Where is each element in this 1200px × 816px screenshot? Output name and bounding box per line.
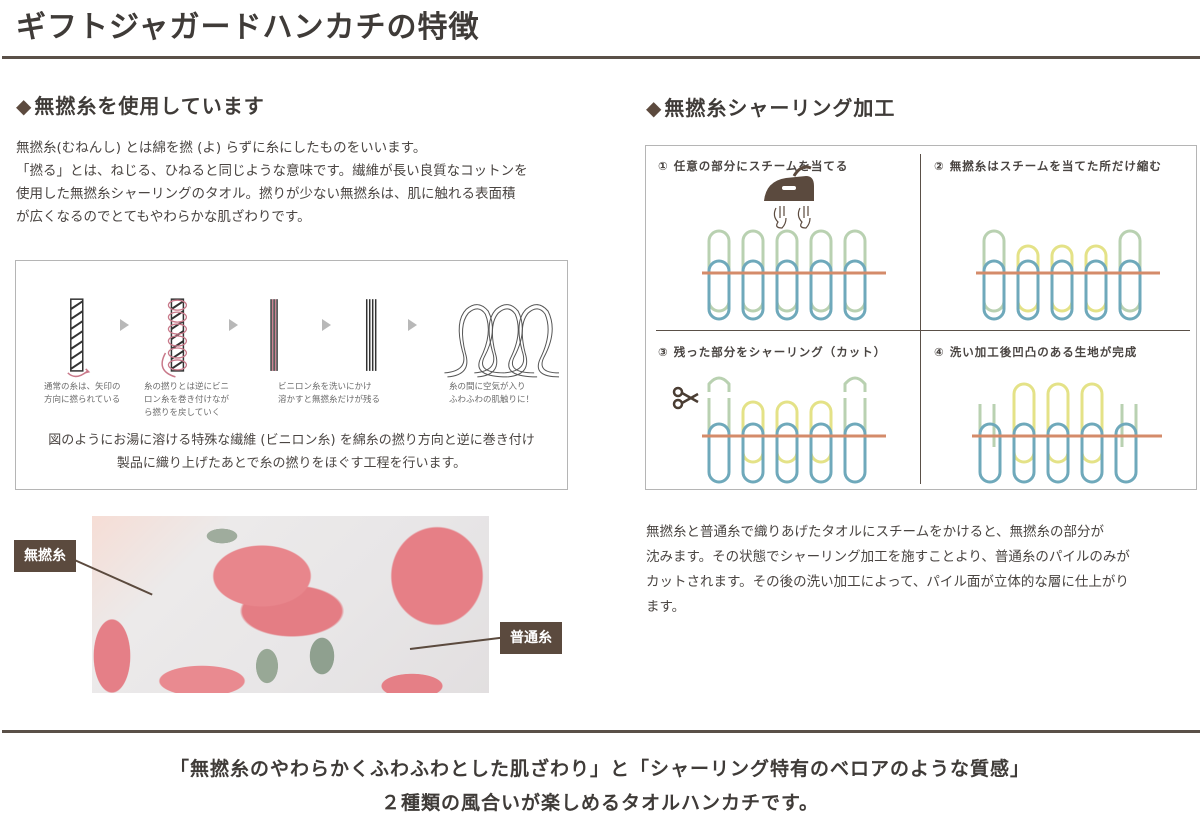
title-divider: [2, 56, 1200, 59]
footer-line-2: ２種類の風合いが楽しめるタオルハンカチです。: [380, 792, 820, 814]
step-title: ① 任意の部分にスチームを当てる: [658, 159, 849, 173]
step-title: ② 無撚糸はスチームを当てた所だけ縮む: [934, 159, 1162, 173]
vinylon-wrapped-yarn-icon: [161, 298, 188, 378]
dissolving-yarn-icon: [270, 299, 278, 371]
twist-process-illustration: [67, 298, 560, 378]
twist-caption: 糸の撚りとは逆にビニ ロン糸を巻き付けなが ら撚りを戻していく: [144, 382, 230, 418]
twist-caption: 通常の糸は、矢印の 方向に撚られている: [44, 382, 121, 405]
diamond-bullet-icon: ◆: [646, 96, 663, 120]
scissors-icon: [672, 386, 699, 410]
step-title: ④ 洗い加工後凹凸のある生地が完成: [934, 345, 1138, 359]
left-paragraph-line: 使用した無撚糸シャーリングのタオル。撚りが少ない無撚糸は、肌に触れる表面積: [16, 186, 516, 202]
left-section-heading: ◆無撚糸を使用しています: [16, 90, 265, 119]
page-title: ギフトジャガードハンカチの特徴: [16, 10, 480, 45]
loop-diagram: [976, 229, 1160, 321]
footer-line-1: 「無撚糸のやわらかくふわふわとした肌ざわり」と「シャーリング特有のベロアのような…: [169, 758, 1030, 780]
twist-diagram-note: 図のようにお湯に溶ける特殊な繊維 (ビニロン糸) を綿糸の撚り方向と逆に巻き付け…: [48, 433, 535, 471]
twist-caption: 糸の間に空気が入り ふわふわの肌触りに！: [449, 382, 535, 405]
shearing-step-1: ① 任意の部分にスチームを当てる: [646, 146, 920, 321]
step-arrow-icon: [229, 319, 238, 331]
twisted-yarn-icon: [67, 298, 91, 378]
footer-divider: [2, 730, 1200, 733]
step-arrow-icon: [408, 319, 417, 331]
left-paragraph-line: 無撚糸(むねんし) とは綿を撚 (よ) らずに糸にしたものをいいます。: [16, 140, 427, 156]
shearing-process-diagram: ① 任意の部分にスチームを当てる: [645, 145, 1197, 490]
regular-yarn-label: 普通糸: [500, 622, 562, 654]
right-heading-text: 無撚糸シャーリング加工: [664, 96, 896, 120]
right-paragraph-line: 無撚糸と普通糸で織りあげたタオルにスチームをかけると、無撚糸の部分が: [646, 524, 1105, 540]
fluffy-loops-icon: [444, 304, 560, 378]
diamond-bullet-icon: ◆: [16, 94, 33, 118]
shearing-step-3: ③ 残った部分をシャーリング（カット）: [646, 332, 920, 504]
left-heading-text: 無撚糸を使用しています: [34, 94, 265, 118]
right-paragraph-line: ます。: [646, 599, 686, 615]
shearing-step-2: ② 無撚糸はスチームを当てた所だけ縮む: [922, 146, 1196, 321]
steam-iron-icon: [764, 165, 814, 229]
right-section-heading: ◆無撚糸シャーリング加工: [646, 92, 895, 121]
right-paragraph: 無撚糸と普通糸で織りあげたタオルにスチームをかけると、無撚糸の部分が 沈みます。…: [646, 520, 1200, 620]
loop-diagram: [702, 229, 886, 321]
shearing-step-4: ④ 洗い加工後凹凸のある生地が完成: [922, 332, 1196, 504]
panel-divider-vertical: [920, 154, 921, 484]
untwisted-yarn-icon: [365, 299, 377, 371]
step-arrow-icon: [120, 319, 129, 331]
step-arrow-icon: [322, 319, 331, 331]
step-title: ③ 残った部分をシャーリング（カット）: [658, 345, 887, 359]
loop-diagram: [702, 376, 886, 484]
twist-process-diagram: 通常の糸は、矢印の 方向に撚られている 糸の撚りとは逆にビニ ロン糸を巻き付けな…: [15, 260, 568, 490]
untwisted-yarn-label: 無撚糸: [14, 540, 76, 572]
left-paragraph: 無撚糸(むねんし) とは綿を撚 (よ) らずに糸にしたものをいいます。 「撚る」…: [16, 137, 586, 229]
right-paragraph-line: 沈みます。その状態でシャーリング加工を施すことより、普通糸のパイルのみが: [646, 549, 1130, 565]
panel-divider-horizontal: [656, 330, 1190, 331]
towel-closeup-photo: [92, 516, 489, 693]
right-paragraph-line: カットされます。その後の洗い加工によって、パイル面が立体的な層に仕上がり: [646, 574, 1129, 590]
twist-caption: ビニロン糸を洗いにかけ 溶かすと無撚糸だけが残る: [278, 382, 381, 405]
loop-diagram: [972, 382, 1162, 484]
left-paragraph-line: 「撚る」とは、ねじる、ひねると同じような意味です。繊維が長い良質なコットンを: [16, 163, 528, 179]
left-paragraph-line: が広くなるのでとてもやわらかな肌ざわりです。: [16, 209, 311, 225]
